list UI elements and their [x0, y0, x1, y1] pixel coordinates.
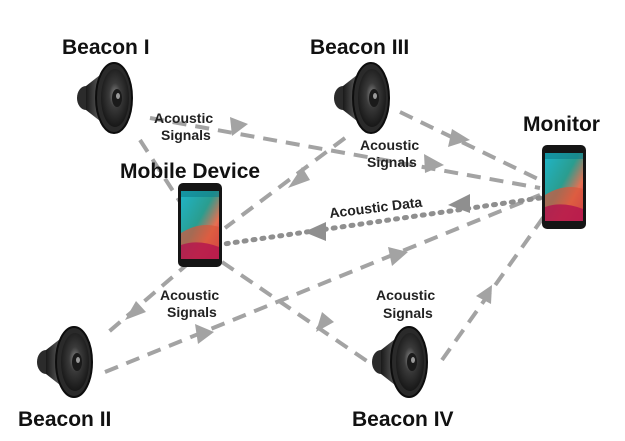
beacon-4-label: Beacon IV — [352, 408, 454, 431]
link-beacon1-mobile — [138, 138, 197, 227]
signals-label-top-left-2: Signals — [161, 127, 211, 143]
link-beacon3-monitor — [399, 110, 541, 182]
arrowhead — [448, 194, 470, 213]
beacon-2-speaker — [36, 326, 93, 398]
beacon-4-speaker — [371, 326, 428, 398]
link-mobile-beacon2 — [103, 260, 192, 337]
signals-label-bottom-right-2: Signals — [383, 305, 433, 321]
monitor-label: Monitor — [523, 113, 600, 136]
beacon-3-speaker — [333, 62, 390, 134]
arrowhead — [125, 301, 146, 320]
arrowhead — [304, 222, 326, 241]
arrowhead — [476, 285, 492, 304]
arrowhead — [424, 154, 444, 173]
signals-label-bottom-left-2: Signals — [167, 304, 217, 320]
smartphone-icon — [178, 183, 222, 267]
arrowheads — [125, 117, 492, 344]
mobile-device-phone — [178, 183, 222, 267]
beacon-1-label: Beacon I — [62, 36, 150, 59]
acoustic-data-label: Acoustic Data — [328, 194, 423, 221]
signal-links — [103, 110, 547, 374]
speaker-icon — [371, 326, 428, 398]
speaker-icon — [36, 326, 93, 398]
link-beacon2-monitor — [104, 193, 541, 374]
signals-label-top-right-1: Acoustic — [360, 137, 419, 153]
arrowhead — [195, 324, 214, 344]
signals-label-bottom-right-1: Acoustic — [376, 287, 435, 303]
arrowhead — [388, 247, 408, 266]
acoustic-data-link — [221, 195, 543, 247]
arrowhead — [448, 129, 470, 147]
arrowhead — [230, 117, 248, 136]
link-beacon4-monitor — [440, 213, 547, 362]
arrowhead — [288, 167, 310, 188]
beacon-2-label: Beacon II — [18, 408, 111, 431]
beacon-1-speaker — [76, 62, 133, 134]
arrowhead — [316, 312, 334, 332]
data-arrowheads — [304, 194, 470, 241]
link-beacon3-mobile — [223, 136, 347, 230]
monitor-phone — [542, 145, 586, 229]
mobile-device-label: Mobile Device — [120, 160, 260, 183]
speaker-icon — [333, 62, 390, 134]
signals-label-bottom-left-1: Acoustic — [160, 287, 219, 303]
link-mobile-beacon4 — [220, 260, 382, 372]
signals-label-top-left-1: Acoustic — [154, 110, 213, 126]
speaker-icon — [76, 62, 133, 134]
link-beacon1-monitor — [149, 116, 541, 190]
beacon-3-label: Beacon III — [310, 36, 409, 59]
signals-label-top-right-2: Signals — [367, 154, 417, 170]
smartphone-icon — [542, 145, 586, 229]
